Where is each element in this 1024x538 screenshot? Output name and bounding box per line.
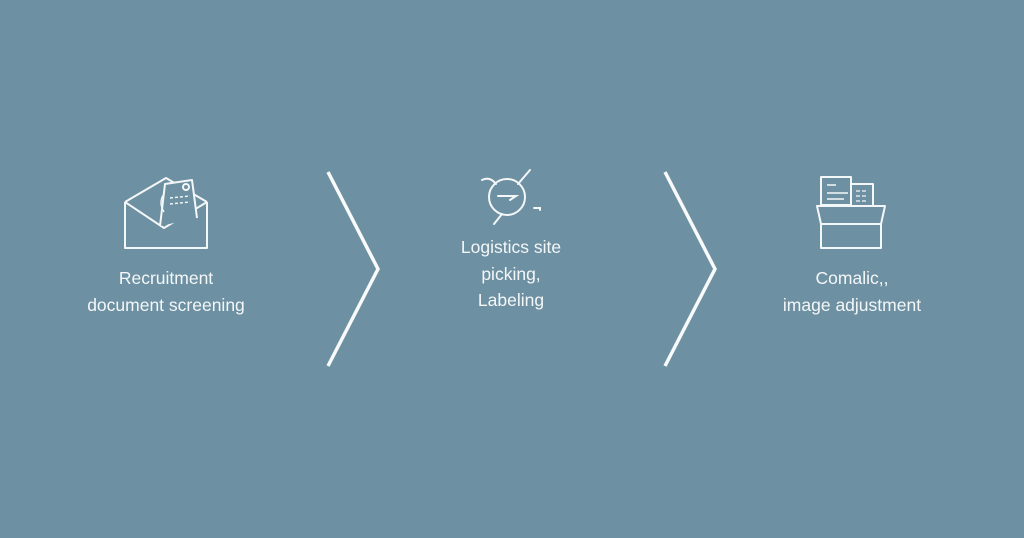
label-line: picking, [481,263,541,284]
step-label: Logistics site picking, Labeling [411,234,611,314]
label-line: Recruitment [118,268,214,288]
label-line: Labeling [477,290,545,310]
envelope-document-icon [124,177,208,249]
label-line: image adjustment [782,294,922,315]
chevron-arrow-icon [326,171,380,367]
chevron-arrow-icon [663,171,717,367]
circular-arrows-icon [481,169,541,225]
label-line: document screening [87,294,245,315]
step-label: Comalic,, image adjustment [752,265,952,318]
label-line: Logistics site [460,237,562,257]
step-label: Recruitment document screening [66,265,266,318]
label-line: Comalic,, [815,268,889,288]
document-box-icon [816,176,886,249]
